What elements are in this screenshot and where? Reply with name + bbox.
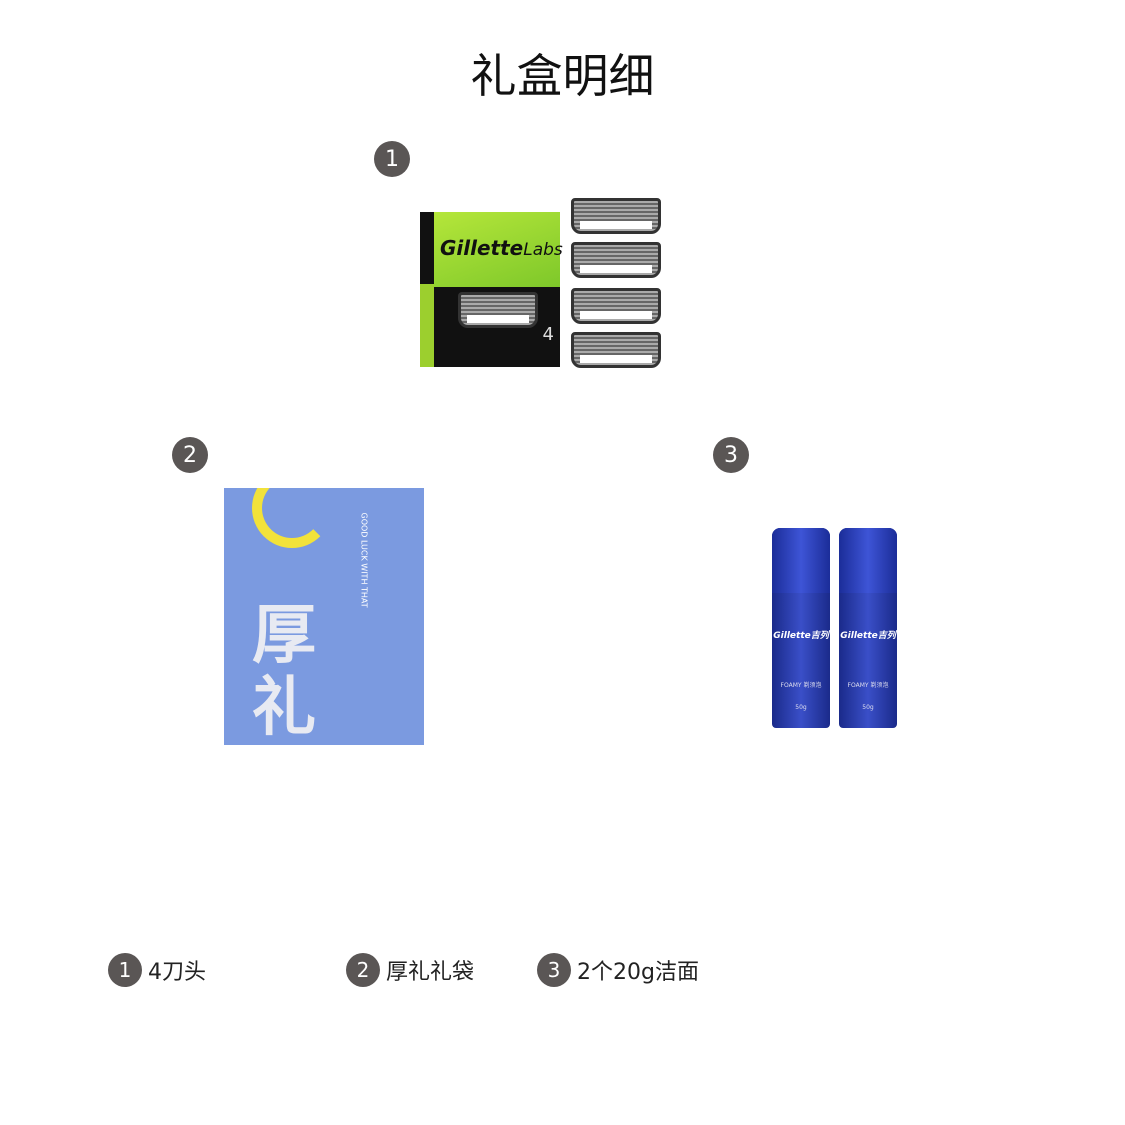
can-brand: Gillette吉列 [773, 631, 829, 641]
cartridge-icon [458, 292, 538, 328]
gift-bag: LUCK GOOD LUCK WITH THAT 厚礼 [224, 488, 424, 745]
caption-item-3: 3 2个20g洁面 [537, 953, 699, 987]
smiley-icon [252, 488, 332, 548]
can-brand: Gillette吉列 [840, 631, 896, 641]
razor-cartridge-box: GilletteLabs 4 [420, 212, 563, 367]
bag-luck-text: LUCK [414, 534, 424, 702]
page-title: 礼盒明细 [470, 49, 655, 103]
item-2-badge: 2 [172, 437, 208, 473]
bag-slogan: GOOD LUCK WITH THAT [359, 512, 369, 608]
caption-badge: 3 [537, 953, 571, 987]
cartridge-icon [571, 242, 661, 278]
caption-text: 4刀头 [148, 960, 206, 985]
cartridge-icon [571, 198, 661, 234]
cartridge-icon [571, 332, 661, 368]
can-size: 50g [795, 704, 807, 711]
caption-text: 厚礼礼袋 [386, 960, 475, 985]
can-size: 50g [862, 704, 874, 711]
caption-item-1: 1 4刀头 [108, 953, 206, 987]
item-3-badge: 3 [713, 437, 749, 473]
bag-big-text: 厚礼 [252, 599, 316, 745]
can-name: FOAMY 剃须泡 [780, 682, 822, 689]
box-count: 4 [542, 324, 554, 345]
caption-item-2: 2 厚礼礼袋 [346, 953, 474, 987]
box-logo: GilletteLabs [440, 236, 563, 260]
item-1-badge: 1 [374, 141, 410, 177]
caption-badge: 1 [108, 953, 142, 987]
caption-badge: 2 [346, 953, 380, 987]
foam-can: Gillette吉列 FOAMY 剃须泡 50g [772, 528, 830, 728]
foam-can: Gillette吉列 FOAMY 剃须泡 50g [839, 528, 897, 728]
cartridge-icon [571, 288, 661, 324]
caption-text: 2个20g洁面 [577, 960, 699, 985]
can-name: FOAMY 剃须泡 [847, 682, 889, 689]
